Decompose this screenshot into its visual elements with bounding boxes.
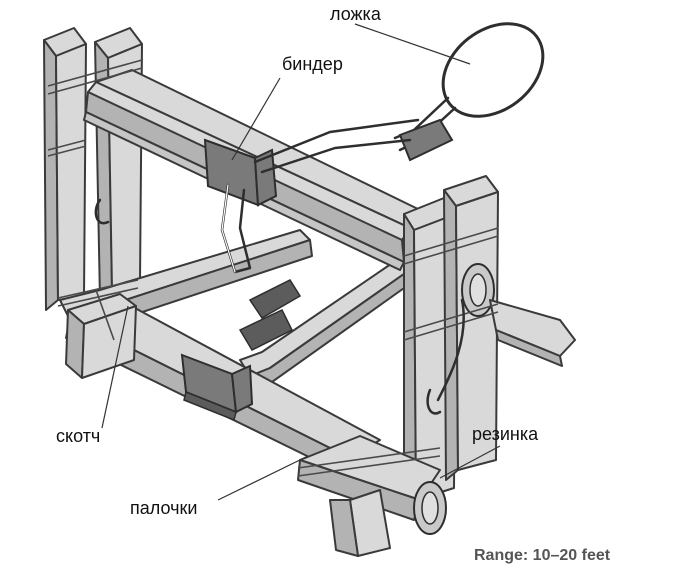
label-rubber-band: резинка <box>472 424 539 444</box>
rear-left-upright <box>44 28 142 310</box>
spoon <box>395 5 561 160</box>
label-tape: скотч <box>56 426 100 446</box>
label-spoon-group: ложка <box>330 4 470 64</box>
label-sticks: палочки <box>130 498 197 518</box>
range-note: Range: 10–20 feet <box>474 547 611 564</box>
label-binder: биндер <box>282 54 343 74</box>
label-spoon: ложка <box>330 4 382 24</box>
label-sticks-group: палочки <box>130 456 308 518</box>
